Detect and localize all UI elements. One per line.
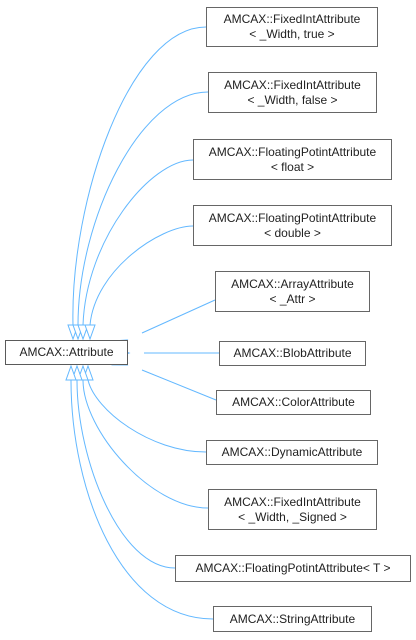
node-attribute[interactable]: AMCAX::Attribute: [5, 340, 128, 365]
edge-line: [77, 91, 209, 326]
inheritance-edge-string: [65, 364, 214, 620]
node-blob[interactable]: AMCAX::BlobAttribute: [219, 341, 366, 366]
edge-arrowhead: [77, 324, 89, 341]
edge-line: [141, 299, 216, 334]
node-label-line2: < _Width, _Signed >: [238, 509, 347, 524]
node-label-line1: AMCAX::DynamicAttribute: [221, 445, 363, 459]
node-label-line2: < double >: [264, 225, 321, 240]
node-label-line1: AMCAX::FloatingPotintAttribute: [208, 144, 377, 159]
node-floating-double[interactable]: AMCAX::FloatingPotintAttribute < double …: [193, 205, 392, 246]
inheritance-edge-floating-float: [77, 159, 194, 341]
node-label-line1: AMCAX::BlobAttribute: [233, 346, 352, 360]
node-string[interactable]: AMCAX::StringAttribute: [213, 606, 372, 632]
node-floating-t[interactable]: AMCAX::FloatingPotintAttribute< T >: [175, 555, 411, 582]
node-array-attr[interactable]: AMCAX::ArrayAttribute < _Attr >: [215, 271, 370, 312]
edge-line: [141, 369, 217, 401]
node-floating-float[interactable]: AMCAX::FloatingPotintAttribute < float >: [193, 139, 392, 180]
edge-arrowhead: [84, 324, 96, 341]
edge-line: [70, 379, 214, 620]
edge-line: [82, 379, 209, 509]
edge-arrowhead: [65, 364, 77, 381]
node-fixedint-width-true[interactable]: AMCAX::FixedIntAttribute < _Width, true …: [206, 7, 378, 47]
node-label-line1: AMCAX::StringAttribute: [229, 611, 356, 626]
node-fixedint-width-false[interactable]: AMCAX::FixedIntAttribute < _Width, false…: [208, 72, 377, 113]
inheritance-edge-fixedint-width-false: [72, 91, 209, 341]
node-label-line1: AMCAX::FixedIntAttribute: [223, 12, 361, 26]
node-dynamic[interactable]: AMCAX::DynamicAttribute: [206, 440, 378, 465]
node-attribute-label: AMCAX::Attribute: [19, 345, 114, 359]
inheritance-edge-floating-double: [84, 225, 194, 341]
edge-line: [76, 379, 176, 569]
node-label-line2: < _Width, true >: [249, 27, 335, 41]
node-label-line1: AMCAX::FixedIntAttribute: [224, 77, 361, 92]
node-label-line1: AMCAX::ColorAttribute: [232, 395, 355, 409]
node-label-line2: < float >: [270, 159, 315, 174]
node-fixedint-width-signed[interactable]: AMCAX::FixedIntAttribute < _Width, _Sign…: [208, 489, 377, 530]
node-label-line1: AMCAX::FloatingPotintAttribute< T >: [195, 561, 391, 575]
edge-line: [82, 159, 194, 326]
node-label-line1: AMCAX::ArrayAttribute: [231, 276, 354, 291]
node-label-line2: < _Attr >: [269, 291, 316, 306]
node-label-line1: AMCAX::FixedIntAttribute: [224, 494, 361, 509]
edge-line: [87, 379, 207, 453]
inheritance-edge-fixedint-width-true: [67, 26, 207, 341]
inheritance-edge-blob: [114, 347, 219, 359]
node-label-line2: < _Width, false >: [247, 92, 338, 107]
inheritance-edge-floating-t: [71, 364, 176, 569]
edge-line: [72, 26, 207, 326]
inheritance-edge-dynamic: [82, 364, 207, 453]
edge-line: [89, 225, 194, 326]
node-color[interactable]: AMCAX::ColorAttribute: [216, 390, 371, 415]
node-label-line1: AMCAX::FloatingPotintAttribute: [208, 210, 377, 225]
